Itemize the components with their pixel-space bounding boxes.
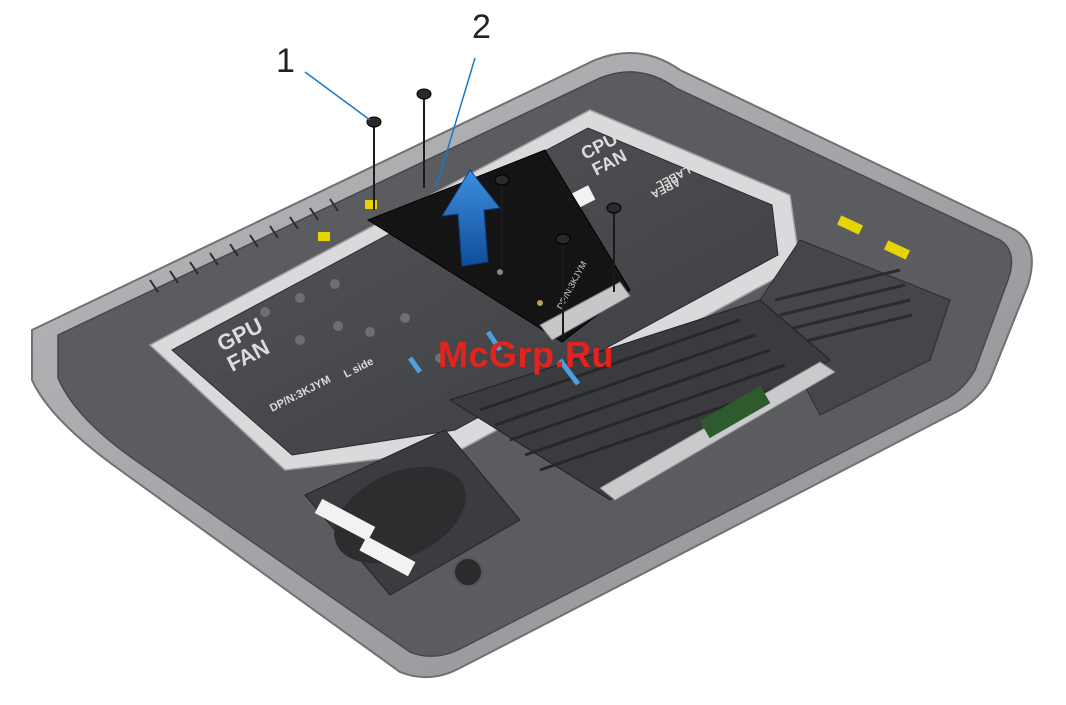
callout-1-leader	[305, 72, 370, 120]
callout-2-number: 2	[472, 10, 491, 44]
ssd-hole-2	[537, 300, 543, 306]
speaker-boss	[454, 558, 482, 586]
screw-icon	[556, 234, 570, 244]
watermark: McGrp.Ru	[438, 334, 614, 376]
yellow-sticker-1	[365, 200, 377, 209]
yellow-sticker-2	[318, 232, 330, 241]
callout-1-number: 1	[276, 44, 295, 78]
screw-icon	[607, 203, 621, 213]
screw-icon	[417, 89, 431, 99]
screw-icon	[495, 175, 509, 185]
